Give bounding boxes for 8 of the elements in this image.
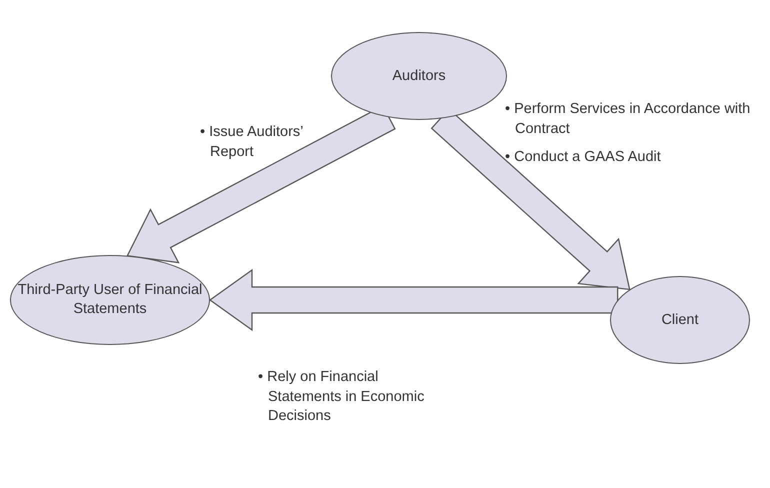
node-label: Client (661, 310, 699, 330)
node-label: Auditors (392, 66, 446, 86)
bullet-note: • Rely on Financial Statements in Economic Decisions (258, 368, 426, 426)
block-arrow (208, 268, 618, 332)
bullet-note: • Issue Auditors’ Report (200, 123, 304, 162)
bullet-note: • Conduct a GAAS Audit (505, 148, 662, 167)
bullet-note: • Perform Services in Accordance with Contract (505, 100, 752, 139)
node-label: Third-Party User of Financial Statements (16, 281, 204, 319)
